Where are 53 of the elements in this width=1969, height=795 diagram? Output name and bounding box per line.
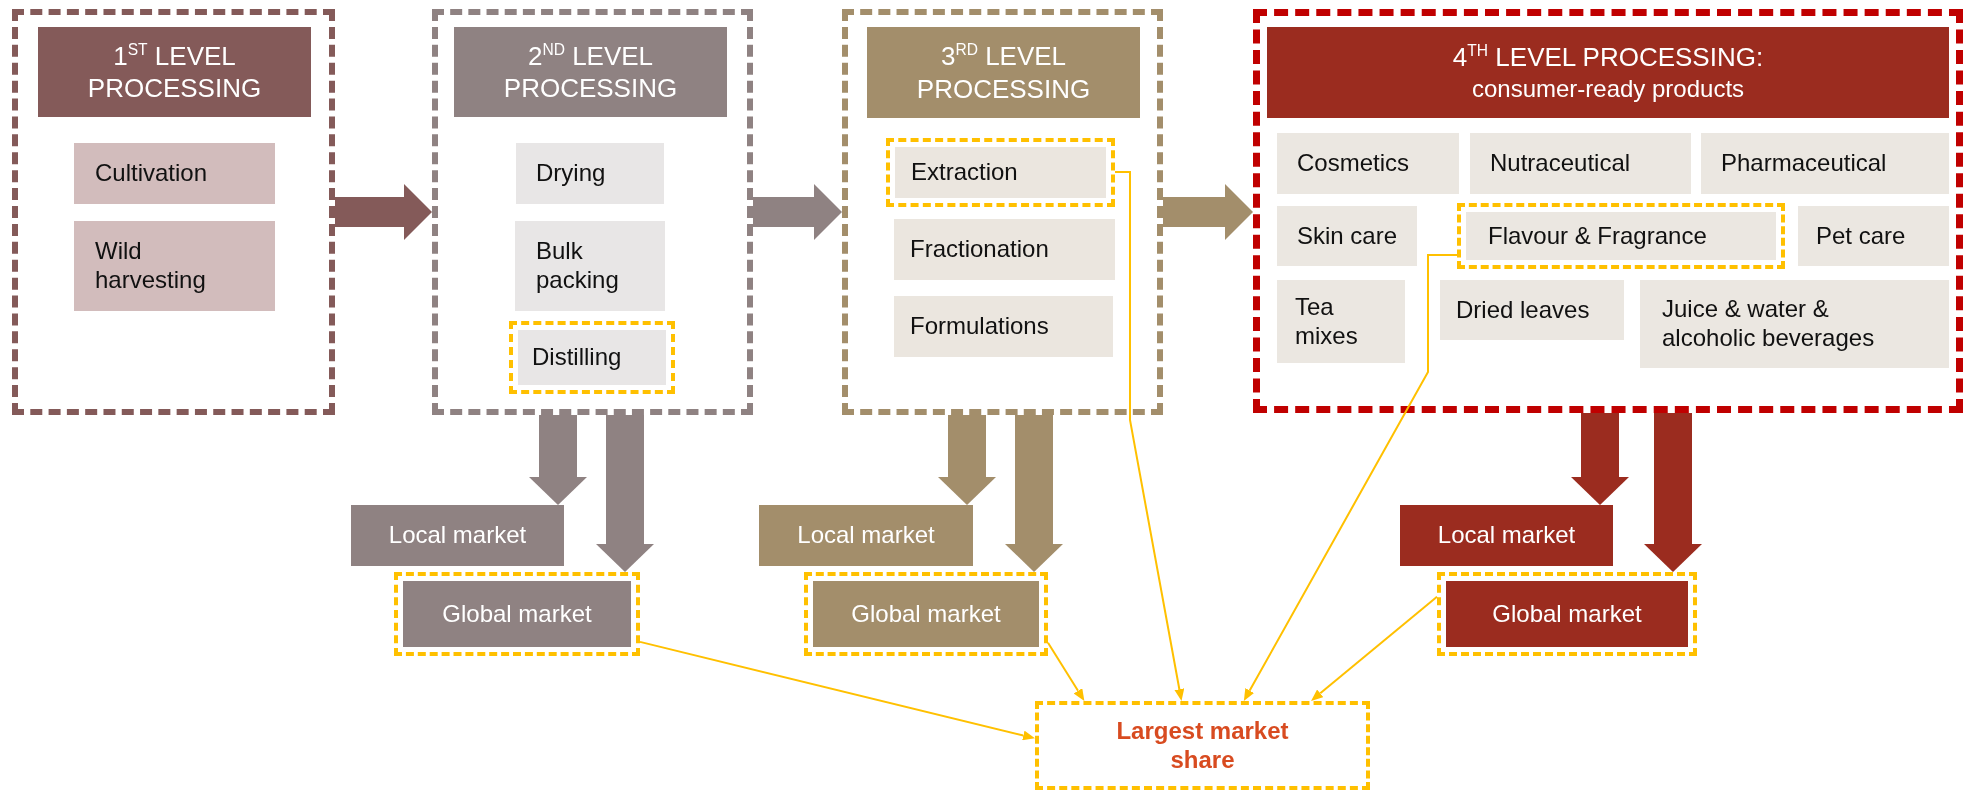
panel-heading: 4$^{TH}$ LEVEL PROCESSING: <box>1452 41 1764 74</box>
market-box: Local market <box>1400 505 1613 566</box>
market-box: Local market <box>759 505 973 566</box>
arrow <box>639 640 1035 741</box>
panel-heading: 1$^{ST}$ LEVEL PROCESSING <box>86 39 263 105</box>
arrow <box>1047 641 1085 701</box>
block-arrow <box>1163 184 1253 240</box>
process-box: Dried leaves <box>1440 280 1624 340</box>
block-arrow <box>335 184 432 240</box>
block-arrow <box>529 415 587 505</box>
process-box: Pet care <box>1798 206 1949 266</box>
block-arrow <box>938 415 996 505</box>
stage-panel <box>12 9 335 415</box>
market-box: Global market <box>1446 581 1688 647</box>
block-arrow <box>1644 413 1702 572</box>
highlight-frame <box>804 572 1048 656</box>
process-box: Extraction <box>895 147 1106 198</box>
process-box: Juice & water & alcoholic beverages <box>1640 280 1949 368</box>
highlight-frame <box>509 321 675 394</box>
highlight-frame <box>394 572 640 656</box>
market-box: Global market <box>403 581 631 647</box>
stage-panel <box>1253 9 1963 413</box>
block-arrow <box>1571 413 1629 505</box>
stage-panel <box>842 9 1163 415</box>
process-box: Distilling <box>518 330 666 385</box>
process-box: Skin care <box>1277 206 1417 266</box>
process-box: Fractionation <box>894 219 1115 280</box>
process-box: Cosmetics <box>1277 133 1459 194</box>
arrow <box>1311 595 1438 701</box>
stage-panel <box>432 9 753 415</box>
panel-heading: 2$^{ND}$ LEVEL PROCESSING <box>502 39 679 105</box>
process-box: Wild harvesting <box>74 221 275 311</box>
process-box: Drying <box>516 143 664 204</box>
process-box: Cultivation <box>74 143 275 204</box>
process-box: Nutraceutical <box>1470 133 1691 194</box>
highlight-frame <box>886 138 1115 207</box>
market-box: Local market <box>351 505 564 566</box>
highlight-frame <box>1457 203 1785 269</box>
arrow <box>1114 171 1185 701</box>
process-box: Pharmaceutical <box>1701 133 1949 194</box>
process-box: Flavour & Fragrance <box>1466 212 1776 260</box>
process-box: Formulations <box>894 296 1113 357</box>
process-box: Tea mixes <box>1277 280 1405 363</box>
block-arrow <box>1005 415 1063 572</box>
panel-subheading: consumer-ready products <box>1471 73 1745 104</box>
block-arrow <box>753 184 842 240</box>
panel-heading: 3$^{RD}$ LEVEL PROCESSING <box>915 40 1092 105</box>
block-arrow <box>596 415 654 572</box>
result-box: Largest market share <box>1035 701 1370 790</box>
process-box: Bulk packing <box>515 221 665 311</box>
market-box: Global market <box>813 581 1039 647</box>
highlight-frame <box>1437 572 1697 656</box>
arrow <box>1243 254 1458 701</box>
